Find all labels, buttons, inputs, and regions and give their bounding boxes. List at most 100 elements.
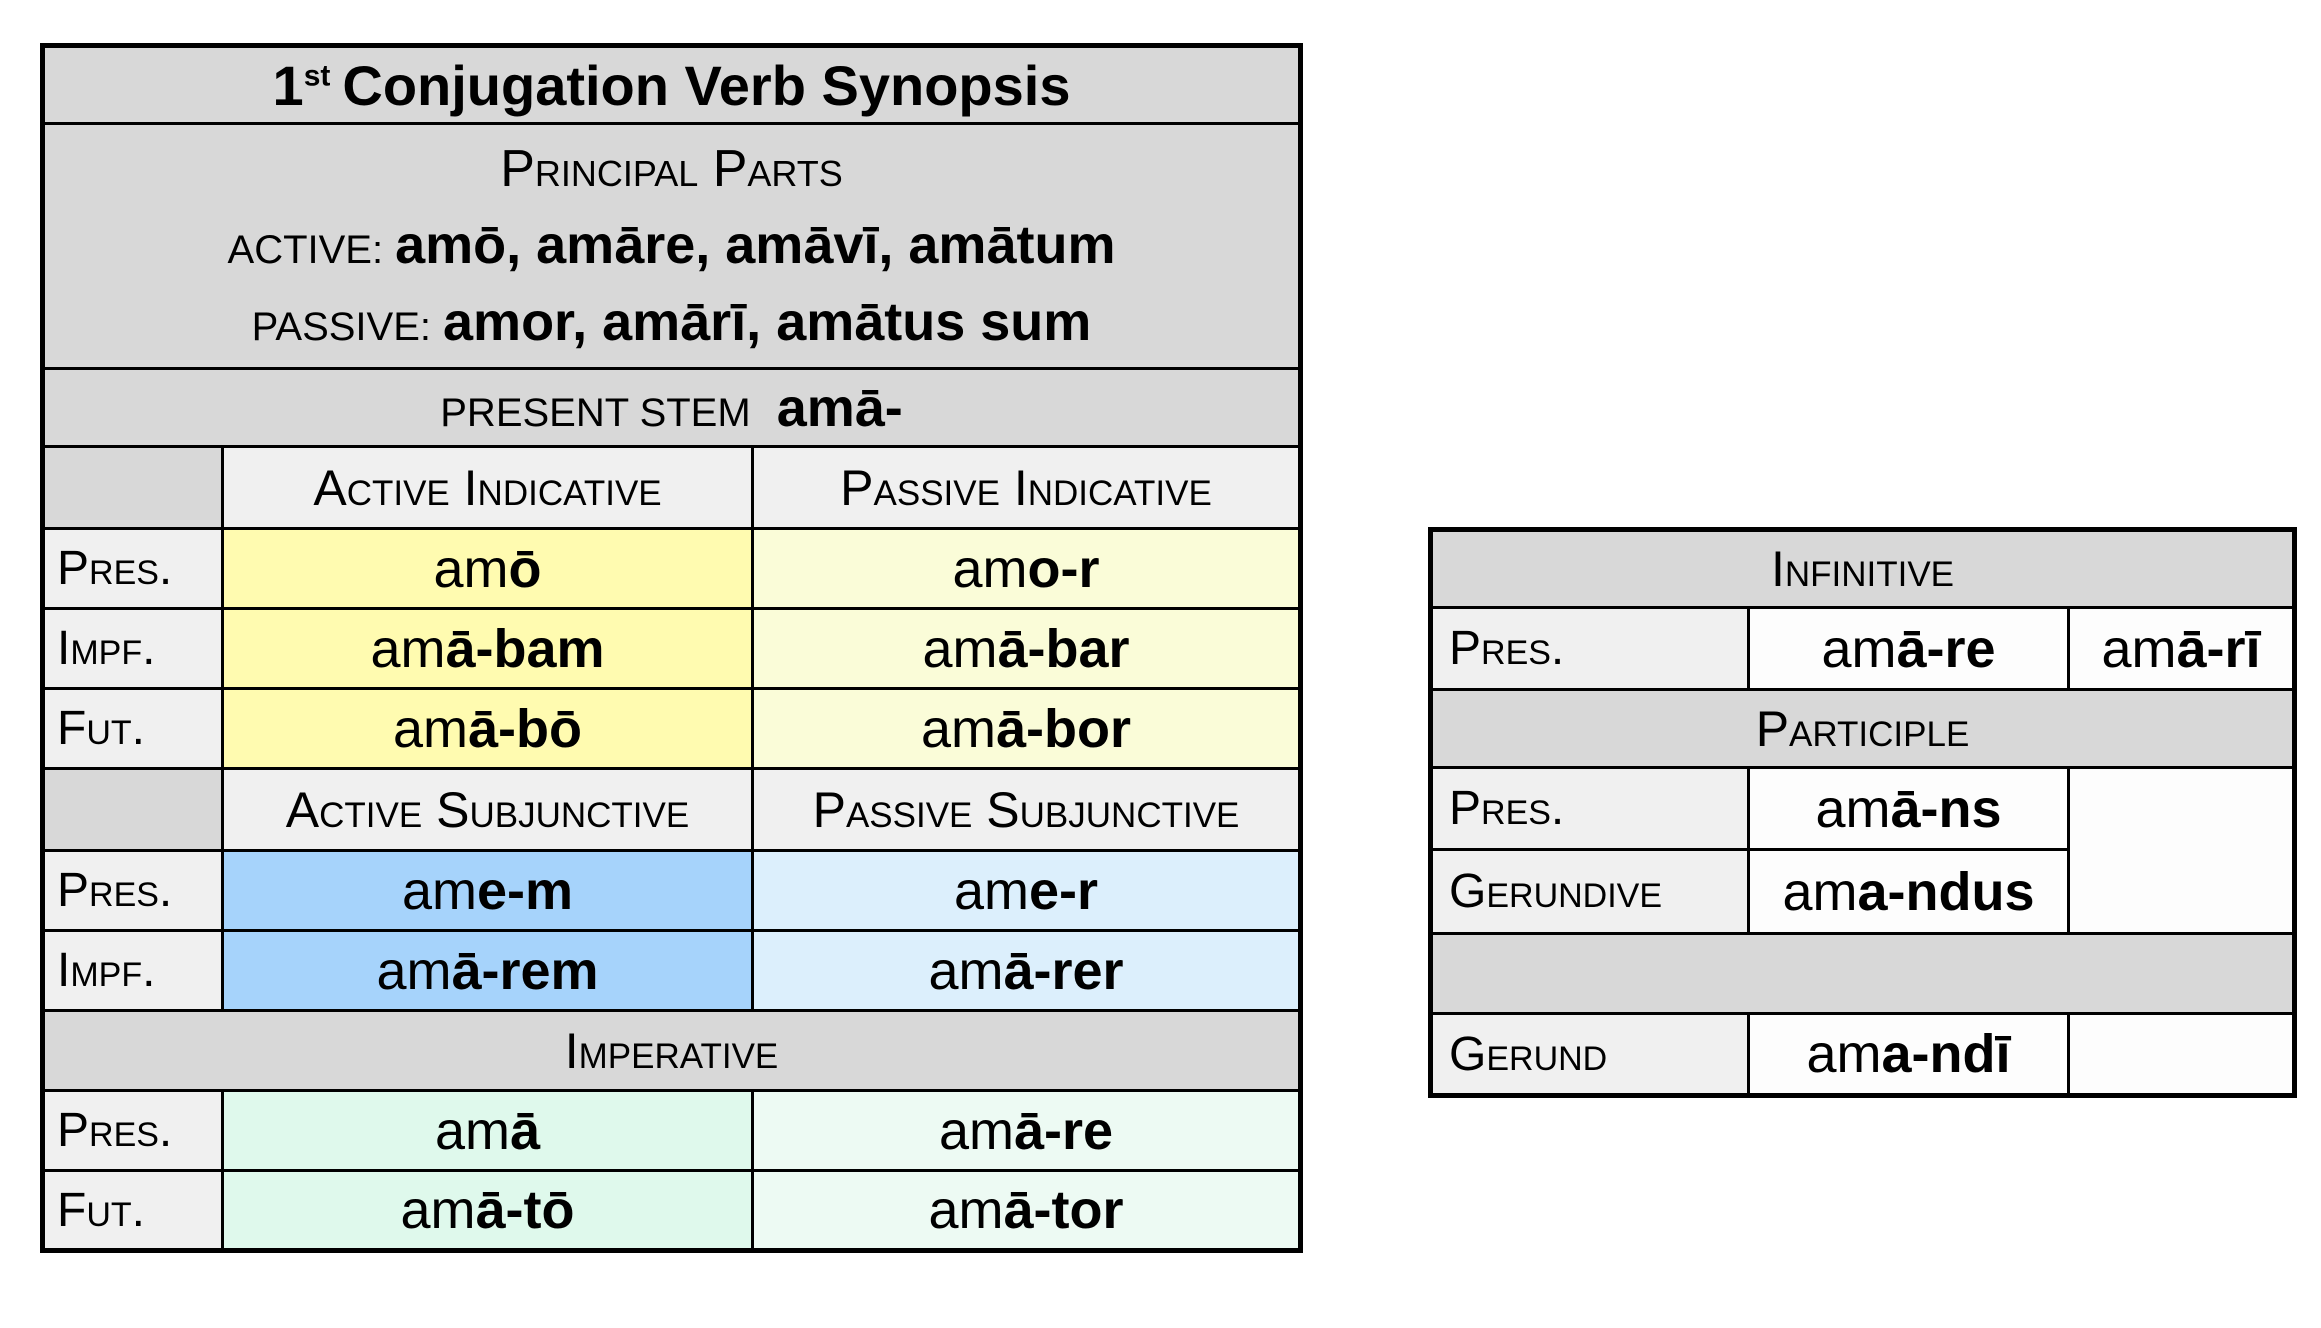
form-indicative-impf-active: amā-bam (221, 607, 754, 690)
form-infinitive-pres-active: amā-re (1747, 606, 2070, 691)
tense-label-pres: Pres. (1429, 606, 1750, 691)
form-infinitive-pres-passive: amā-rī (2067, 606, 2296, 691)
form-stem: am (953, 860, 1029, 921)
form-imperative-fut-active: amā-tō (221, 1169, 754, 1252)
participle-heading: Participle (1429, 688, 2296, 769)
gerundive-label: Gerundive (1429, 848, 1750, 935)
gerund-empty-cell (2067, 1012, 2296, 1097)
title-text: Conjugation Verb Synopsis (342, 53, 1071, 117)
form-ending: ō (508, 538, 542, 599)
form-stem: am (952, 538, 1028, 599)
gerundive-row: Gerundive ama-ndus (1429, 848, 2295, 935)
active-indicative-header: Active Indicative (221, 445, 754, 530)
imperative-header-row: Imperative (41, 1009, 1302, 1092)
active-subjunctive-header: Active Subjunctive (221, 767, 754, 852)
passive-label: PASSIVE: (251, 305, 432, 350)
form-imperative-fut-passive: amā-tor (751, 1169, 1302, 1252)
form-stem: am (920, 698, 996, 759)
form-stem: am (370, 618, 446, 679)
form-ending: ā-ns (1890, 778, 2002, 839)
principal-parts-active-line: ACTIVE:amō, amāre, amāvī, amātum (46, 214, 1298, 276)
form-stem: am (400, 1180, 476, 1240)
form-stem: am (1821, 618, 1897, 679)
subjunctive-header-row: Active Subjunctive Passive Subjunctive (41, 767, 1302, 852)
form-stem: am (922, 618, 998, 679)
form-ending: ā-bō (468, 698, 582, 759)
form-ending: ā (509, 1100, 541, 1161)
title-ordinal: st (303, 58, 331, 92)
gerund-row: Gerund ama-ndī (1429, 1012, 2296, 1097)
indicative-header-row: Active Indicative Passive Indicative (41, 445, 1302, 530)
subjunctive-impf-row: Impf. amā-rem amā-rer (41, 929, 1302, 1012)
indicative-impf-row: Impf. amā-bam amā-bar (41, 607, 1302, 690)
indicative-corner-cell (41, 445, 224, 530)
form-stem: am (434, 1100, 510, 1161)
form-stem: am (928, 940, 1004, 1001)
subjunctive-pres-row: Pres. ame-m ame-r (41, 849, 1302, 932)
form-stem: am (1782, 861, 1858, 922)
form-stem: am (392, 698, 468, 759)
form-participle-pres: amā-ns (1747, 766, 2070, 851)
participle-pres-row: Pres. amā-ns (1429, 766, 2296, 935)
principal-parts-block: Principal Parts ACTIVE:amō, amāre, amāvī… (46, 127, 1298, 366)
tense-label-fut: Fut. (41, 687, 224, 770)
page-title: 1st Conjugation Verb Synopsis (41, 44, 1302, 125)
form-ending: a-ndus (1857, 861, 2035, 922)
form-ending: ā-re (1896, 618, 1996, 679)
title-row: 1st Conjugation Verb Synopsis (41, 44, 1302, 125)
form-indicative-fut-passive: amā-bor (751, 687, 1302, 770)
form-stem: am (2101, 618, 2177, 679)
active-label: ACTIVE: (227, 227, 384, 272)
form-ending: ā-rem (451, 940, 599, 1001)
principal-parts-passive-line: PASSIVE:amor, amārī, amātus sum (46, 291, 1298, 353)
form-gerundive: ama-ndus (1747, 848, 2070, 935)
imperative-heading: Imperative (41, 1009, 1302, 1092)
tense-label-pres: Pres. (41, 849, 224, 932)
passive-principal-parts: amor, amārī, amātus sum (443, 292, 1092, 353)
passive-indicative-header: Passive Indicative (751, 445, 1302, 530)
form-imperative-pres-passive: amā-re (751, 1089, 1302, 1172)
form-stem: am (376, 940, 452, 1001)
form-imperative-pres-active: amā (221, 1089, 754, 1172)
form-ending: o-r (1027, 538, 1100, 599)
form-ending: e-m (476, 860, 574, 921)
principal-parts-cell: Principal Parts ACTIVE:amō, amāre, amāvī… (41, 122, 1302, 370)
form-stem: am (401, 860, 477, 921)
present-stem-label: PRESENT STEM (440, 390, 751, 435)
principal-parts-row: Principal Parts ACTIVE:amō, amāre, amāvī… (41, 122, 1302, 370)
form-ending: ā-tor (1003, 1180, 1124, 1240)
form-ending: a-ndī (1881, 1024, 2011, 1084)
infinitive-heading: Infinitive (1429, 528, 2296, 609)
tense-label-impf: Impf. (41, 929, 224, 1012)
tense-label-pres: Pres. (41, 527, 224, 610)
form-ending: ā-bam (445, 618, 605, 679)
form-stem: am (938, 1100, 1014, 1161)
spacer-row (1429, 932, 2296, 1015)
form-ending: ā-rer (1003, 940, 1124, 1001)
infinitive-header-row: Infinitive (1429, 528, 2296, 609)
tense-label-pres: Pres. (1429, 766, 1750, 851)
form-ending: ā-re (1013, 1100, 1114, 1161)
form-stem: am (928, 1180, 1004, 1240)
infinitive-pres-row: Pres. amā-re amā-rī (1429, 606, 2296, 691)
tense-label-pres: Pres. (41, 1089, 224, 1172)
form-ending: ā-rī (2176, 618, 2261, 679)
form-subjunctive-pres-active: ame-m (221, 849, 754, 932)
tense-label-impf: Impf. (41, 607, 224, 690)
conjugation-synopsis-table: 1st Conjugation Verb Synopsis Principal P… (40, 43, 1303, 1253)
infinitive-participle-table: Infinitive Pres. amā-re amā-rī Participl… (1428, 527, 2297, 1098)
passive-subjunctive-header: Passive Subjunctive (751, 767, 1302, 852)
gerund-label: Gerund (1429, 1012, 1750, 1097)
imperative-pres-row: Pres. amā amā-re (41, 1089, 1302, 1172)
participle-empty-cell (2067, 766, 2296, 935)
imperative-fut-row: Fut. amā-tō amā-tor (41, 1169, 1302, 1252)
form-indicative-pres-active: amō (221, 527, 754, 610)
title-number: 1 (272, 53, 304, 117)
principal-parts-heading: Principal Parts (500, 139, 843, 198)
form-ending: ā-bor (996, 698, 1131, 759)
spacer-cell (1429, 932, 2296, 1015)
form-gerund: ama-ndī (1747, 1012, 2070, 1097)
